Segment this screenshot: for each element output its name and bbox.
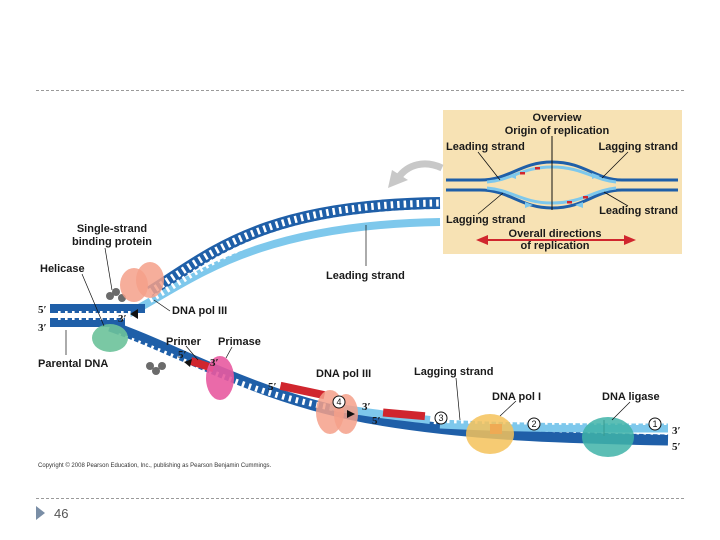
- pol-3prime: 3′: [362, 401, 371, 413]
- left-top-end: 5′: [38, 304, 47, 316]
- helicase-protein: [92, 324, 128, 352]
- right-bottom-end: 5′: [672, 441, 681, 453]
- inset-arrow: [575, 202, 583, 208]
- dna-pol-iii-top-label: DNA pol III: [172, 305, 227, 317]
- leader-pol-iii-top: [153, 299, 171, 312]
- overview-title: Overview: [533, 112, 582, 124]
- right-top-end: 3′: [672, 425, 681, 437]
- of-replication-label: of replication: [520, 240, 589, 252]
- step-3: 3: [434, 411, 448, 425]
- inset-leading-right: Leading strand: [599, 205, 678, 217]
- synthesis-arrow: [347, 410, 355, 418]
- synthesis-arrow: [130, 309, 138, 319]
- lagging-template-strand: [108, 320, 669, 446]
- synthesis-arrow: [184, 359, 192, 367]
- primer-5prime: 5′: [178, 349, 187, 361]
- lagging-new-ticks: [439, 417, 669, 425]
- overview-inset: Overview Origin of replication Leading s…: [443, 110, 682, 254]
- bottom-divider: [36, 498, 684, 499]
- inset-lagging-right: Lagging strand: [599, 141, 678, 153]
- ssb-label-line2: binding protein: [72, 236, 152, 248]
- leader-primer: [185, 345, 199, 361]
- primer-segment: [279, 381, 326, 400]
- inset-primer: [520, 172, 525, 175]
- inset-arrow: [592, 173, 600, 179]
- parental-dna-label: Parental DNA: [38, 358, 108, 370]
- leader-ssb: [104, 247, 113, 291]
- leader-helicase: [81, 273, 105, 327]
- zoom-arrowhead: [388, 170, 408, 188]
- slide-number: 46: [54, 506, 69, 521]
- zoom-arrow: [395, 160, 444, 181]
- inset-primer: [583, 196, 588, 199]
- top-3prime: 3′: [118, 313, 127, 325]
- parental-ticks: [54, 311, 134, 320]
- svg-text:3: 3: [438, 413, 443, 423]
- helicase-label: Helicase: [40, 263, 85, 275]
- primer-label: Primer: [166, 336, 202, 348]
- frag-5prime: 5′: [268, 381, 277, 393]
- dna-ligase-protein: [582, 417, 634, 457]
- inset-arrow: [525, 202, 533, 208]
- dna-pol-i-label: DNA pol I: [492, 391, 541, 403]
- primer-3prime: 3′: [210, 357, 219, 369]
- arrowhead-left: [476, 235, 488, 245]
- lagging-strand-label: Lagging strand: [414, 366, 493, 378]
- primer-segment: [382, 408, 426, 421]
- leader-primase: [225, 346, 233, 359]
- svg-text:2: 2: [531, 419, 536, 429]
- dna-pol-iii-bottom-label: DNA pol III: [316, 368, 371, 380]
- origin-label: Origin of replication: [505, 125, 610, 137]
- svg-text:1: 1: [652, 419, 657, 429]
- parental-bottom-strand: [50, 318, 125, 327]
- inset-lagging-left: Lagging strand: [446, 214, 525, 226]
- inset-primer: [535, 167, 540, 170]
- inset-arrow: [508, 173, 516, 179]
- step-4: 4: [332, 395, 346, 409]
- inset-pointer: [477, 151, 501, 181]
- left-bottom-end: 3′: [38, 322, 47, 334]
- slide-bullet-icon: [36, 506, 45, 520]
- directions-label: Overall directions: [509, 228, 602, 240]
- svg-text:4: 4: [336, 397, 341, 407]
- dna-pol-iii-top-protein: [120, 262, 164, 302]
- inset-pointer: [603, 191, 629, 207]
- inset-pointer: [477, 192, 504, 215]
- copyright: Copyright © 2008 Pearson Education, Inc.…: [38, 462, 272, 469]
- leader-pol-i: [499, 400, 517, 417]
- dna-pol-i-protein: [466, 414, 514, 454]
- top-divider: [36, 90, 684, 91]
- inset-background: [443, 110, 682, 254]
- leader-ligase: [611, 401, 631, 421]
- inset-primer: [567, 201, 572, 204]
- ssb-label-line1: Single-strand: [77, 223, 147, 235]
- leading-new-ticks: [148, 209, 441, 303]
- pol-5prime: 5′: [372, 415, 381, 427]
- primase-protein: [206, 356, 234, 400]
- ssb-proteins-bottom: [146, 362, 166, 375]
- parental-top-strand: [50, 304, 145, 313]
- step-1: 1: [648, 417, 662, 431]
- inset-leading-left: Leading strand: [446, 141, 525, 153]
- dna-ligase-label: DNA ligase: [602, 391, 660, 403]
- leading-template-ticks: [148, 199, 441, 295]
- leading-strand-label: Leading strand: [326, 270, 405, 282]
- primase-label: Primase: [218, 336, 261, 348]
- step-2: 2: [527, 417, 541, 431]
- leading-new-strand: [126, 218, 441, 318]
- inset-pointer: [601, 151, 629, 179]
- arrowhead-right: [624, 235, 636, 245]
- leader-lagging: [455, 377, 461, 421]
